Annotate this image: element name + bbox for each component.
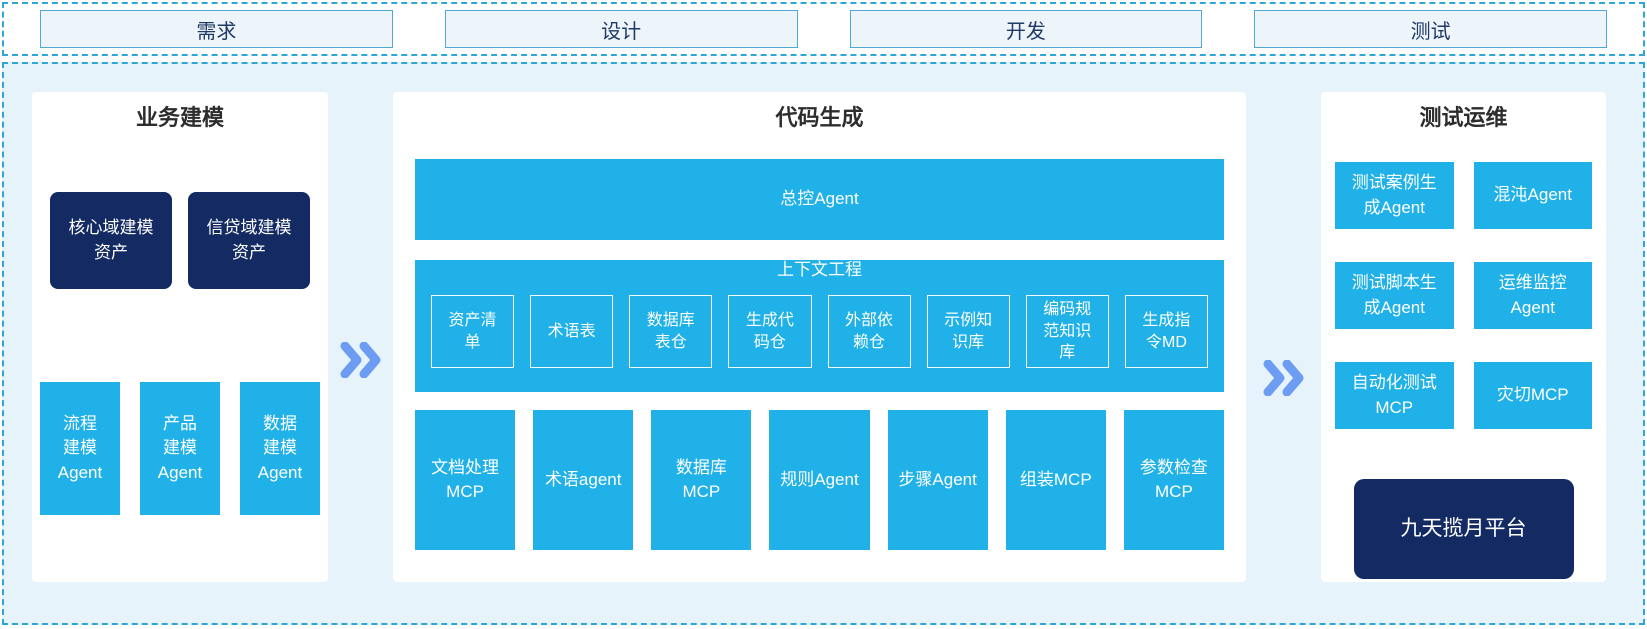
- process-modeling-agent-box: 流程 建模 Agent: [40, 382, 120, 515]
- assembly-mcp-box: 组装MCP: [1005, 410, 1106, 550]
- phase-design: 设计: [444, 10, 798, 48]
- credit-domain-asset-box: 信贷域建模 资产: [188, 192, 310, 289]
- context-engineering-title: 上下文工程: [777, 260, 862, 279]
- coding-standards-kb-box: 编码规 范知识 库: [1025, 295, 1109, 368]
- database-mcp-box: 数据库 MCP: [651, 410, 752, 550]
- phase-requirements: 需求: [40, 10, 393, 48]
- glossary-agent-box: 术语agent: [533, 410, 634, 550]
- context-item-row: 资产清 单 术语表 数据库 表仓 生成代 码仓 外部依 赖仓 示例知 识库 编码…: [431, 295, 1208, 368]
- param-check-mcp-box: 参数检查 MCP: [1123, 410, 1224, 550]
- platform-row: 九天揽月平台: [1335, 479, 1592, 579]
- jiutian-platform-box: 九天揽月平台: [1353, 479, 1574, 579]
- gen-instruction-md-box: 生成指 令MD: [1124, 295, 1208, 368]
- asset-list-box: 资产清 单: [431, 295, 515, 368]
- section-business-modeling: 业务建模 核心域建模 资产 信贷域建模 资产 流程 建模 Agent 产品 建模…: [32, 92, 328, 582]
- test-case-gen-agent-box: 测试案例生 成Agent: [1335, 162, 1454, 229]
- mcp-agent-row: 文档处理 MCP 术语agent 数据库 MCP 规则Agent 步骤Agent…: [415, 410, 1224, 550]
- phase-development: 开发: [849, 10, 1203, 48]
- glossary-box: 术语表: [530, 295, 614, 368]
- db-table-repo-box: 数据库 表仓: [629, 295, 713, 368]
- product-modeling-agent-box: 产品 建模 Agent: [140, 382, 220, 515]
- doc-processing-mcp-box: 文档处理 MCP: [415, 410, 516, 550]
- section-test-ops: 测试运维 测试案例生 成Agent 混沌Agent 测试脚本生 成Agent 运…: [1321, 92, 1606, 582]
- phase-testing: 测试: [1254, 10, 1607, 48]
- phase-bar: 需求 设计 开发 测试: [2, 2, 1645, 56]
- context-engineering-block: 上下文工程 资产清 单 术语表 数据库 表仓 生成代 码仓 外部依 赖仓 示例知…: [415, 260, 1224, 392]
- section-code-generation: 代码生成 总控Agent 上下文工程 资产清 单 术语表 数据库 表仓 生成代 …: [393, 92, 1246, 582]
- flow-arrow-left: [328, 92, 393, 378]
- test-script-gen-agent-box: 测试脚本生 成Agent: [1335, 262, 1454, 329]
- test-ops-grid: 测试案例生 成Agent 混沌Agent 测试脚本生 成Agent 运维监控 A…: [1335, 162, 1592, 429]
- disaster-switch-mcp-box: 灾切MCP: [1473, 362, 1592, 429]
- modeling-agent-row: 流程 建模 Agent 产品 建模 Agent 数据 建模 Agent: [32, 382, 328, 515]
- example-knowledge-base-box: 示例知 识库: [926, 295, 1010, 368]
- step-agent-box: 步骤Agent: [887, 410, 988, 550]
- generated-code-repo-box: 生成代 码仓: [728, 295, 812, 368]
- double-chevron-right-icon: [1263, 360, 1303, 396]
- diagram-canvas: 业务建模 核心域建模 资产 信贷域建模 资产 流程 建模 Agent 产品 建模…: [2, 62, 1645, 625]
- ops-monitor-agent-box: 运维监控 Agent: [1473, 262, 1592, 329]
- flow-arrow-right: [1246, 92, 1321, 396]
- chaos-agent-box: 混沌Agent: [1473, 162, 1592, 229]
- double-chevron-right-icon: [340, 342, 380, 378]
- data-modeling-agent-box: 数据 建模 Agent: [240, 382, 320, 515]
- core-domain-asset-box: 核心域建模 资产: [50, 192, 172, 289]
- business-modeling-title: 业务建模: [135, 105, 224, 130]
- external-deps-repo-box: 外部依 赖仓: [827, 295, 911, 368]
- master-agent-bar: 总控Agent: [415, 159, 1224, 240]
- code-generation-title: 代码生成: [775, 105, 864, 130]
- test-ops-title: 测试运维: [1419, 105, 1508, 130]
- auto-test-mcp-box: 自动化测试 MCP: [1335, 362, 1454, 429]
- rule-agent-box: 规则Agent: [769, 410, 870, 550]
- modeling-asset-row: 核心域建模 资产 信贷域建模 资产: [32, 192, 328, 289]
